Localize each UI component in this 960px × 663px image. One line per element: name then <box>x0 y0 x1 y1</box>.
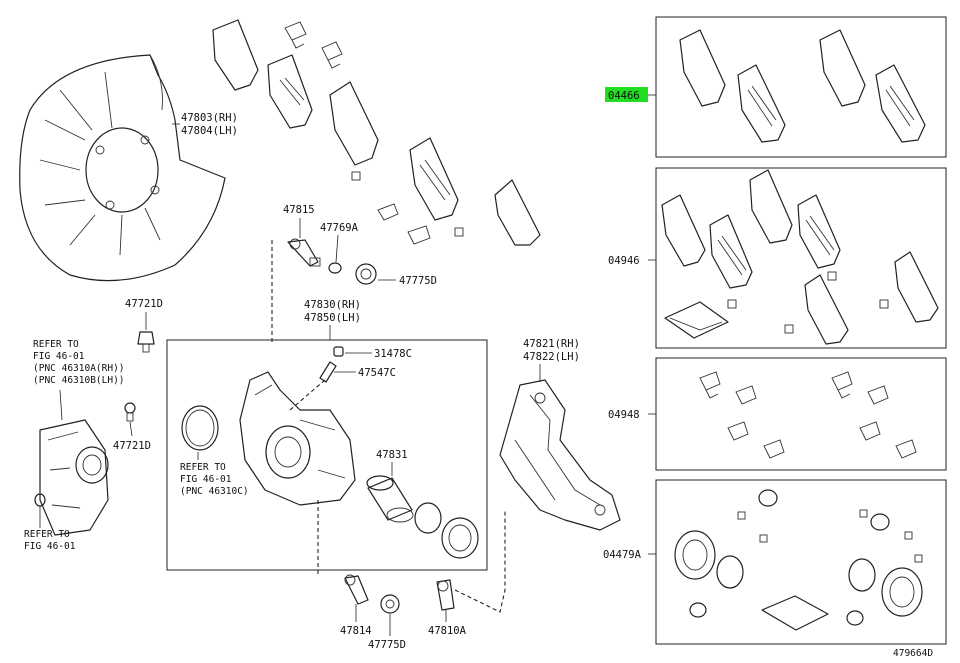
ref-left-bottom-line1: REFER TO <box>24 529 70 540</box>
label-47814: 47814 <box>340 625 372 637</box>
leader-ref-left <box>59 389 63 421</box>
ref-center-line3: (PNC 46310C) <box>180 486 249 497</box>
leader-47721d-mid <box>129 421 133 437</box>
label-47769a: 47769A <box>320 222 359 234</box>
label-47721d-mid: 47721D <box>113 440 151 452</box>
label-04479a[interactable]: 04479A <box>603 549 642 561</box>
bleeder-47721d-top[interactable] <box>137 331 155 353</box>
label-31478c: 31478C <box>374 348 412 360</box>
ref-center-line2: FIG 46-01 <box>180 474 232 485</box>
label-47830: 47830(RH) <box>304 299 361 311</box>
label-47775d-top: 47775D <box>399 275 437 287</box>
kit-04479a-seals[interactable] <box>674 489 923 631</box>
bleeder-47547c[interactable] <box>319 361 337 383</box>
label-04946[interactable]: 04946 <box>608 255 640 267</box>
caliper-assembly-box <box>166 339 488 571</box>
ref-left-line3: (PNC 46310A(RH)) <box>33 363 125 374</box>
label-47547c: 47547C <box>358 367 396 379</box>
brake-pads-top[interactable] <box>212 19 541 246</box>
boot-47775d-bot[interactable] <box>380 594 400 614</box>
label-47810a: 47810A <box>428 625 467 637</box>
label-47822: 47822(LH) <box>523 351 580 363</box>
label-47815: 47815 <box>283 204 315 216</box>
highlight-04466 <box>605 87 648 102</box>
label-47803: 47803(RH) <box>181 112 238 124</box>
label-47821: 47821(RH) <box>523 338 580 350</box>
slide-pin-47814[interactable] <box>344 574 369 605</box>
piston-seal-center[interactable] <box>414 502 442 534</box>
ref-left-line1: REFER TO <box>33 339 79 350</box>
label-04948[interactable]: 04948 <box>608 409 640 421</box>
piston-47831[interactable] <box>366 475 414 523</box>
boot-47769a[interactable] <box>328 262 342 274</box>
kit-04466-pads[interactable] <box>679 29 926 143</box>
dashed-guide-right <box>454 510 506 613</box>
bleeder-47721d-mid[interactable] <box>124 402 136 422</box>
bolt-47810a[interactable] <box>436 579 455 611</box>
boot-47775d-top[interactable] <box>355 263 377 285</box>
label-47775d-bot: 47775D <box>368 639 406 651</box>
kit-04946-parts[interactable] <box>661 169 939 345</box>
label-47804: 47804(LH) <box>181 125 238 137</box>
label-47831: 47831 <box>376 449 408 461</box>
leader-47769a <box>335 234 339 263</box>
kit-box-04946 <box>655 167 947 349</box>
ref-left-line2: FIG 46-01 <box>33 351 85 362</box>
caliper-left[interactable] <box>39 419 109 536</box>
ref-center-line1: REFER TO <box>180 462 226 473</box>
kit-box-04479a <box>655 479 947 645</box>
diagram-id: 479664D <box>893 648 933 659</box>
dust-shield[interactable] <box>19 54 226 282</box>
label-04466[interactable]: 04466 <box>608 90 640 102</box>
ref-left-line4: (PNC 46310B(LH)) <box>33 375 125 386</box>
seal-ring-center[interactable] <box>181 405 219 451</box>
piston-boot-center[interactable] <box>441 517 479 559</box>
kit-04948-clips[interactable] <box>699 371 917 459</box>
label-47850: 47850(LH) <box>304 312 361 324</box>
kit-box-04466 <box>655 16 947 158</box>
label-47721d-top: 47721D <box>125 298 163 310</box>
slide-pin-47815[interactable] <box>287 238 321 267</box>
pad-clips-top[interactable] <box>284 21 464 245</box>
kit-box-04948 <box>655 357 947 471</box>
mounting-bracket[interactable] <box>499 379 621 531</box>
ref-left-bottom-line2: FIG 46-01 <box>24 541 76 552</box>
bleeder-cap-31478c[interactable] <box>333 346 344 357</box>
dashed-guide-center <box>289 379 326 411</box>
caliper-body-center[interactable] <box>239 371 356 506</box>
